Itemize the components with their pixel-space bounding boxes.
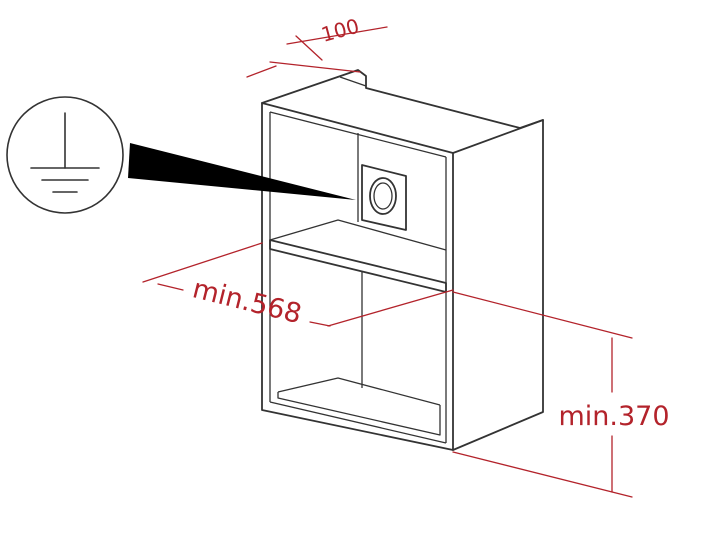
cabinet-top-surface	[261, 69, 544, 129]
dimension-width-label: min.568	[189, 273, 304, 330]
cabinet-shelf	[269, 239, 447, 293]
ground-symbol-icon	[30, 112, 100, 193]
dimension-height: min.370	[452, 291, 670, 498]
ground-symbol-circle	[6, 96, 124, 214]
lower-back-floor	[277, 377, 441, 406]
dimension-depth-label: 100	[319, 14, 362, 47]
cabinet	[261, 69, 544, 451]
socket-outlet-inner	[373, 182, 393, 210]
cabinet-right-side	[452, 119, 544, 451]
dimension-depth: 100	[246, 14, 388, 78]
lower-floor-edge	[277, 392, 441, 436]
cabinet-top-strip	[339, 76, 367, 87]
cabinet-inner-bottom	[269, 401, 447, 444]
pointer-wedge-icon	[128, 143, 356, 200]
dimension-height-label: min.370	[558, 401, 669, 432]
socket-outlet	[369, 177, 397, 215]
socket-plate	[361, 164, 407, 231]
upper-back-floor	[269, 219, 447, 251]
ground-callout	[6, 96, 356, 214]
